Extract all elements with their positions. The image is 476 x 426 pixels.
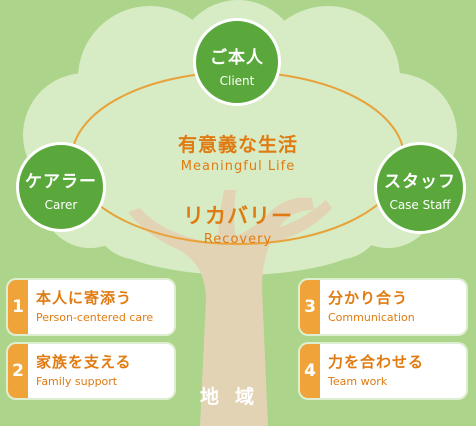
meaningful-life-en: Meaningful Life <box>180 159 296 174</box>
node-carer-jp: ケアラー <box>25 172 97 192</box>
card-number: 1 <box>8 280 28 334</box>
card-team-work: 4 力を合わせる Team work <box>300 344 466 398</box>
node-staff-jp: スタッフ <box>384 172 456 192</box>
card-title: 分かり合う <box>328 289 409 307</box>
card-subtitle: Family support <box>36 375 118 388</box>
recovery-jp: リカバリー <box>183 204 293 228</box>
meaningful-life-label: 有意義な生活 Meaningful Life <box>138 130 338 174</box>
card-subtitle: Team work <box>328 375 388 388</box>
meaningful-life-jp: 有意義な生活 <box>177 134 298 156</box>
recovery-en: Recovery <box>203 232 273 247</box>
card-subtitle: Person-centered care <box>36 311 154 324</box>
card-title: 本人に寄添う <box>36 289 133 307</box>
node-client-en: Client <box>219 74 255 88</box>
card-number: 3 <box>300 280 320 334</box>
card-communication: 3 分かり合う Communication <box>300 280 466 334</box>
card-number: 2 <box>8 344 28 398</box>
tree-trunk <box>128 190 332 426</box>
card-title: 力を合わせる <box>328 353 425 371</box>
card-person-centered-care: 1 本人に寄添う Person-centered care <box>8 280 174 334</box>
node-case-staff: スタッフ Case Staff <box>374 142 466 234</box>
node-carer: ケアラー Carer <box>16 142 106 232</box>
card-family-support: 2 家族を支える Family support <box>8 344 174 398</box>
node-client-jp: ご本人 <box>210 48 264 68</box>
node-staff-en: Case Staff <box>389 198 451 212</box>
node-client: ご本人 Client <box>193 18 281 106</box>
card-number: 4 <box>300 344 320 398</box>
card-subtitle: Communication <box>328 311 415 324</box>
recovery-label: リカバリー Recovery <box>158 200 318 247</box>
node-carer-en: Carer <box>44 198 78 212</box>
region-label: 地域 <box>200 386 271 408</box>
card-title: 家族を支える <box>36 353 132 371</box>
